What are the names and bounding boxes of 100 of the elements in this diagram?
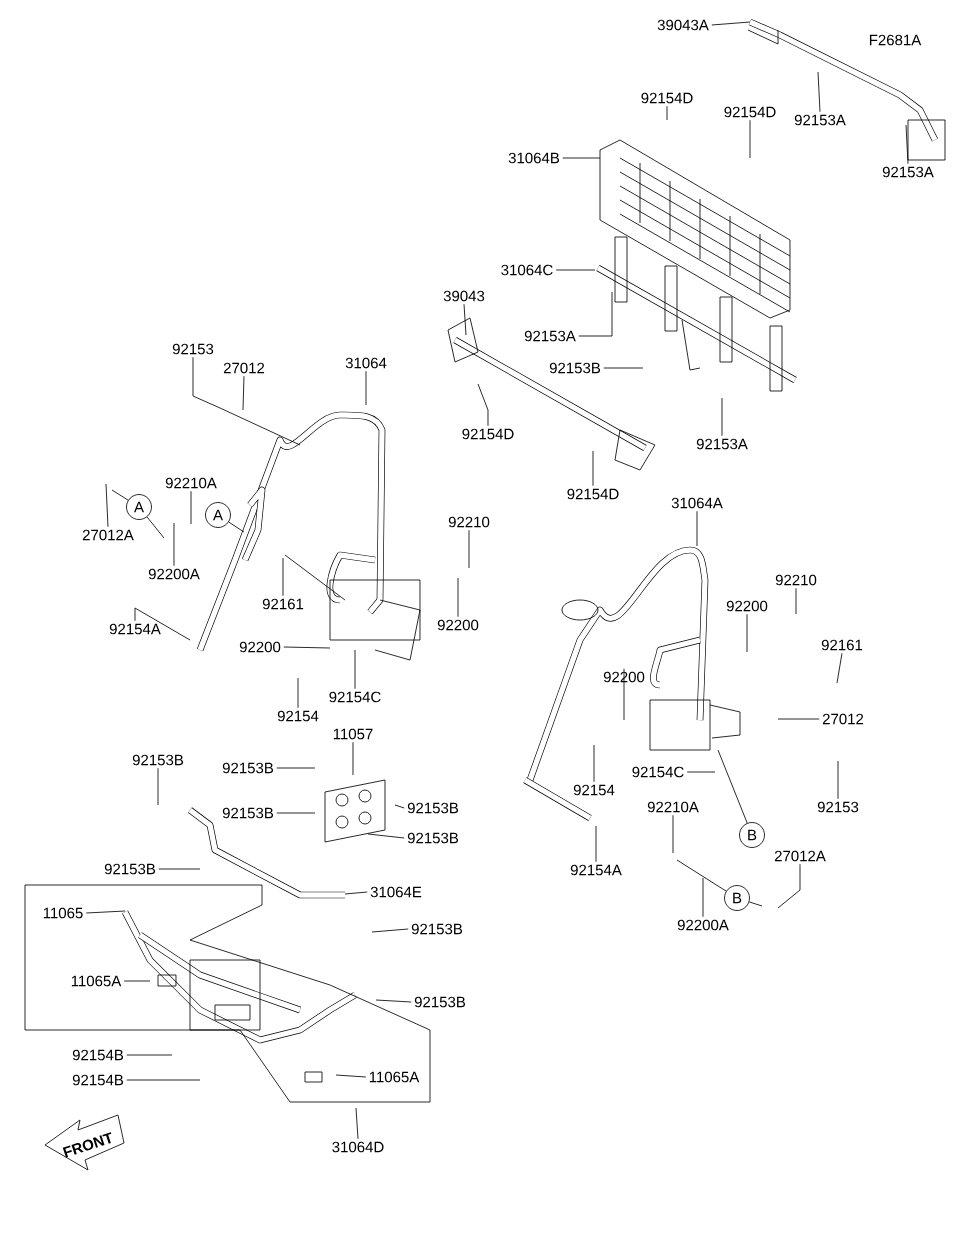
leader-line	[595, 825, 597, 863]
part-number: 92200A	[145, 566, 203, 582]
part-number: 92154A	[567, 862, 625, 878]
part-number: 92154D	[721, 104, 779, 120]
leader-line	[344, 891, 368, 895]
leader-line	[749, 119, 751, 159]
leader-line	[157, 767, 159, 806]
part-number: 92153B	[546, 360, 604, 376]
part-number: 27012A	[79, 527, 137, 543]
leader-line	[85, 910, 126, 914]
part-number: 92210A	[644, 799, 702, 815]
leader-line	[905, 124, 909, 165]
part-number: 31064C	[498, 262, 556, 278]
leader-line	[593, 744, 595, 783]
leader-line	[672, 814, 674, 854]
part-number: 92153	[169, 341, 217, 357]
part-number: 92153B	[408, 921, 466, 937]
leader-line	[795, 587, 797, 615]
part-number: 92153A	[791, 112, 849, 128]
part-number: 92161	[818, 637, 866, 653]
part-number: 92153B	[404, 830, 462, 846]
part-number: 11065A	[68, 973, 124, 989]
leader-line	[676, 859, 727, 892]
part-number: 92200	[434, 617, 482, 633]
leader-line	[717, 749, 748, 824]
leader-line	[282, 557, 284, 597]
part-number: 92153B	[129, 752, 187, 768]
leader-line	[837, 760, 839, 800]
leader-line	[335, 1074, 367, 1078]
part-number: 11057	[330, 726, 376, 742]
leader-line	[578, 291, 613, 337]
leader-line	[126, 1054, 173, 1056]
leader-line	[623, 668, 625, 721]
part-number: 31064E	[367, 884, 425, 900]
part-number: 92153	[814, 799, 862, 815]
leader-line	[702, 877, 704, 918]
leader-line	[836, 652, 843, 684]
part-number: 27012A	[771, 848, 829, 864]
part-number: 92210A	[162, 475, 220, 491]
leader-line	[190, 490, 192, 525]
part-number: 92200	[723, 598, 771, 614]
leader-line	[111, 489, 129, 501]
leader-line	[158, 868, 201, 870]
leader-line	[394, 804, 405, 809]
leader-line	[173, 522, 175, 567]
part-number: 31064	[342, 355, 390, 371]
leader-line	[276, 812, 316, 814]
part-number: 31064D	[329, 1139, 387, 1155]
leader-line	[146, 516, 165, 539]
part-number: 27012	[220, 360, 268, 376]
leader-line	[603, 367, 644, 369]
leader-line	[468, 529, 470, 569]
leader-line	[352, 741, 354, 776]
part-number: 92154C	[326, 689, 384, 705]
part-number: 31064B	[505, 150, 563, 166]
leader-line	[746, 613, 748, 653]
leader-line	[777, 863, 801, 909]
part-number: 92153B	[404, 800, 462, 816]
leader-line	[817, 71, 821, 113]
part-number: 11065	[40, 905, 86, 921]
part-number: 27012	[819, 711, 867, 727]
leader-line	[276, 767, 316, 769]
part-number: 92200A	[674, 917, 732, 933]
leader-line	[283, 646, 331, 649]
leader-line	[686, 771, 716, 773]
part-number: 92154D	[564, 486, 622, 502]
leader-line	[367, 833, 405, 839]
leader-line	[477, 383, 489, 427]
leader-line	[242, 375, 245, 411]
part-number: 92210	[772, 572, 820, 588]
part-number: 92200	[236, 639, 284, 655]
part-number: 31064A	[668, 495, 726, 511]
leader-line	[721, 397, 723, 437]
leader-line	[371, 928, 409, 933]
part-number: 39043	[440, 288, 488, 304]
part-number: 92210	[445, 514, 493, 530]
leader-line	[696, 510, 698, 547]
part-number: 92154B	[69, 1072, 127, 1088]
leader-line	[297, 677, 299, 709]
part-number: 92154B	[69, 1047, 127, 1063]
part-number: 92154	[570, 782, 618, 798]
part-number: 92153A	[521, 328, 579, 344]
leader-line	[126, 1079, 201, 1081]
leader-line	[457, 577, 459, 618]
leader-line	[192, 356, 301, 446]
leader-line	[123, 980, 151, 982]
part-number: 39043A	[654, 17, 712, 33]
leader-line	[105, 483, 109, 528]
figure-code: F2681A	[869, 34, 922, 46]
part-number: 92161	[259, 596, 307, 612]
leader-line	[748, 901, 763, 907]
part-number: 92153A	[693, 436, 751, 452]
part-number: 92153A	[879, 164, 937, 180]
part-number: 92154D	[459, 426, 517, 442]
leader-line	[365, 370, 367, 406]
leader-line	[134, 607, 191, 641]
leader-line	[355, 1107, 359, 1140]
leader-line	[354, 649, 356, 690]
leader-line	[375, 999, 412, 1003]
leader-line	[711, 21, 751, 26]
